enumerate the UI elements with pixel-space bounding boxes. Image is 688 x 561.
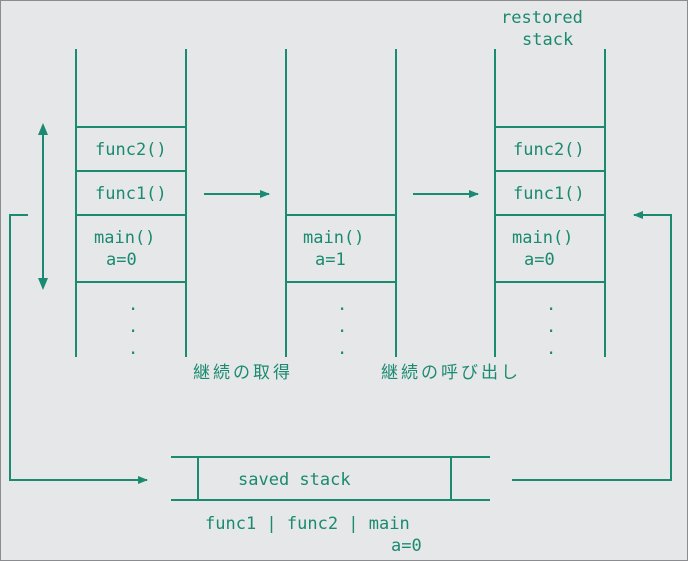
stack1-dot-2: . (128, 317, 139, 337)
stack1-dot-3: . (128, 339, 139, 359)
stack2-dot-2: . (337, 317, 348, 337)
saved-stack-contents-var: a=0 (391, 536, 422, 556)
stack3-frame-func2: func2() (513, 140, 585, 160)
stack3-dot-2: . (546, 317, 557, 337)
restored-stack-title-line2: stack (522, 30, 574, 50)
stack2-frame-main-var: a=1 (315, 250, 346, 270)
stack1-frame-func1: func1() (95, 184, 167, 204)
stack2-dot-3: . (337, 339, 348, 359)
saved-stack-box (171, 456, 490, 501)
stack3-dot-3: . (546, 339, 557, 359)
caption-invoke-continuation: 継続の呼び出し (381, 363, 521, 383)
stack-3 (494, 49, 606, 357)
saved-stack-contents: func1 | func2 | main (205, 514, 410, 534)
stack1-frame-main-var: a=0 (106, 250, 137, 270)
stack3-frame-func1: func1() (513, 184, 585, 204)
stack3-frame-main: main() (512, 228, 574, 248)
stack3-dot-1: . (546, 295, 557, 315)
stack-depth-double-arrow (38, 123, 48, 290)
stack2-dot-1: . (337, 295, 348, 315)
connector-to-saved-stack (9, 214, 148, 484)
stack1-frame-func2: func2() (95, 140, 167, 160)
saved-stack-label: saved stack (238, 470, 351, 490)
stack1-frame-main: main() (94, 228, 156, 248)
stack1-dot-1: . (128, 295, 139, 315)
stack-2 (285, 49, 397, 357)
connector-to-restored-stack (512, 211, 672, 481)
caption-capture-continuation: 継続の取得 (193, 363, 293, 383)
stack2-frame-main: main() (303, 228, 365, 248)
restored-stack-title-line1: restored (501, 8, 583, 28)
stack-1 (75, 49, 187, 357)
stack3-frame-main-var: a=0 (524, 250, 555, 270)
